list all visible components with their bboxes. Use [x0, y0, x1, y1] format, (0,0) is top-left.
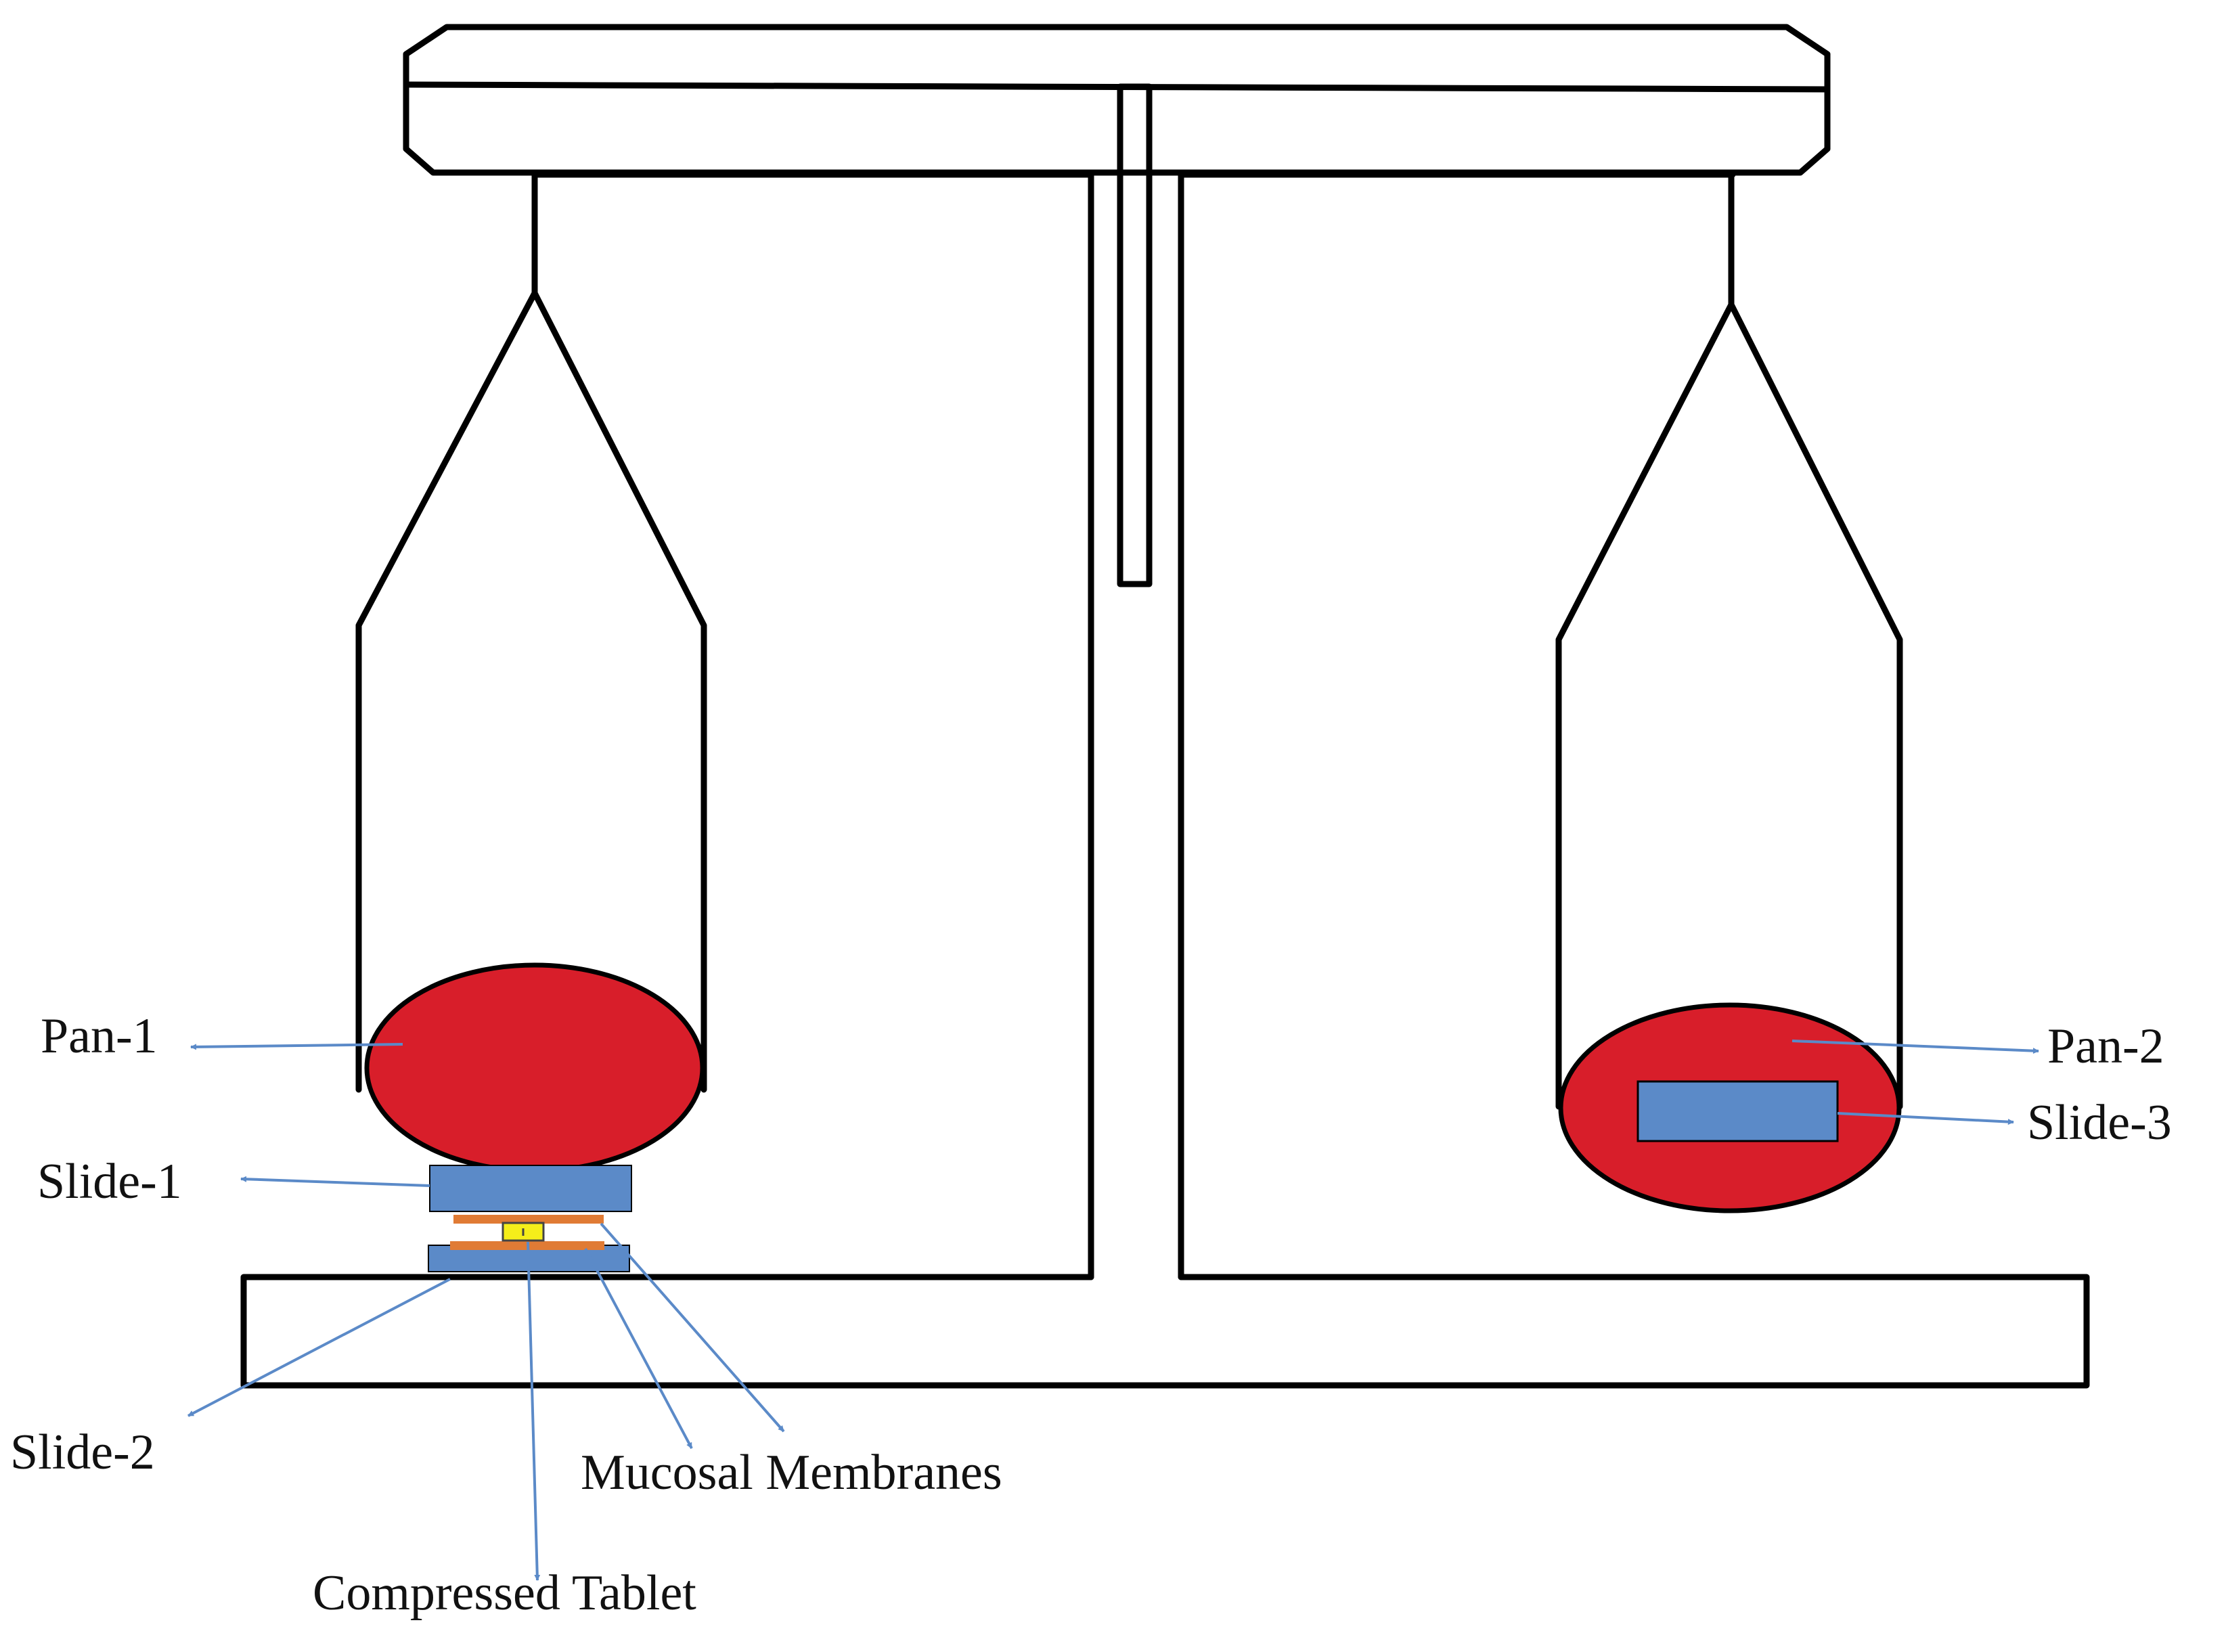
pan-1 — [364, 962, 705, 1174]
center-pointer — [1117, 83, 1153, 587]
left-hanger — [355, 171, 707, 1093]
label-pan-1: Pan-1 — [41, 1008, 158, 1064]
compressed-tablet — [502, 1222, 545, 1242]
right-hanger — [1555, 171, 1903, 1110]
mucosal-membrane-upper — [453, 1215, 604, 1224]
slide-1 — [429, 1165, 632, 1212]
arrow-compressed-tablet — [527, 1241, 541, 1581]
label-slide-3: Slide-3 — [2027, 1095, 2172, 1151]
arrow-slide-3 — [1837, 1112, 2014, 1125]
right-support — [1178, 171, 1736, 1280]
arrow-slide-1 — [240, 1176, 430, 1187]
top-beam — [403, 24, 1831, 176]
left-support — [531, 171, 1094, 1280]
arrow-pan-1 — [190, 1043, 403, 1050]
arrow-pan-2 — [1791, 1040, 2039, 1054]
label-compressed-tablet: Compressed Tablet — [313, 1565, 696, 1621]
arrow-slide-2 — [187, 1278, 451, 1417]
label-mucosal-membranes: Mucosal Membranes — [581, 1445, 1002, 1500]
arrow-mucosal-upper — [600, 1222, 785, 1433]
beam-divider — [403, 81, 1831, 93]
base — [240, 1274, 2090, 1389]
label-pan-2: Pan-2 — [2047, 1019, 2164, 1074]
arrow-mucosal-lower — [584, 1248, 693, 1449]
slide-3 — [1637, 1080, 1839, 1142]
label-slide-1: Slide-1 — [37, 1154, 182, 1209]
label-slide-2: Slide-2 — [10, 1425, 155, 1480]
